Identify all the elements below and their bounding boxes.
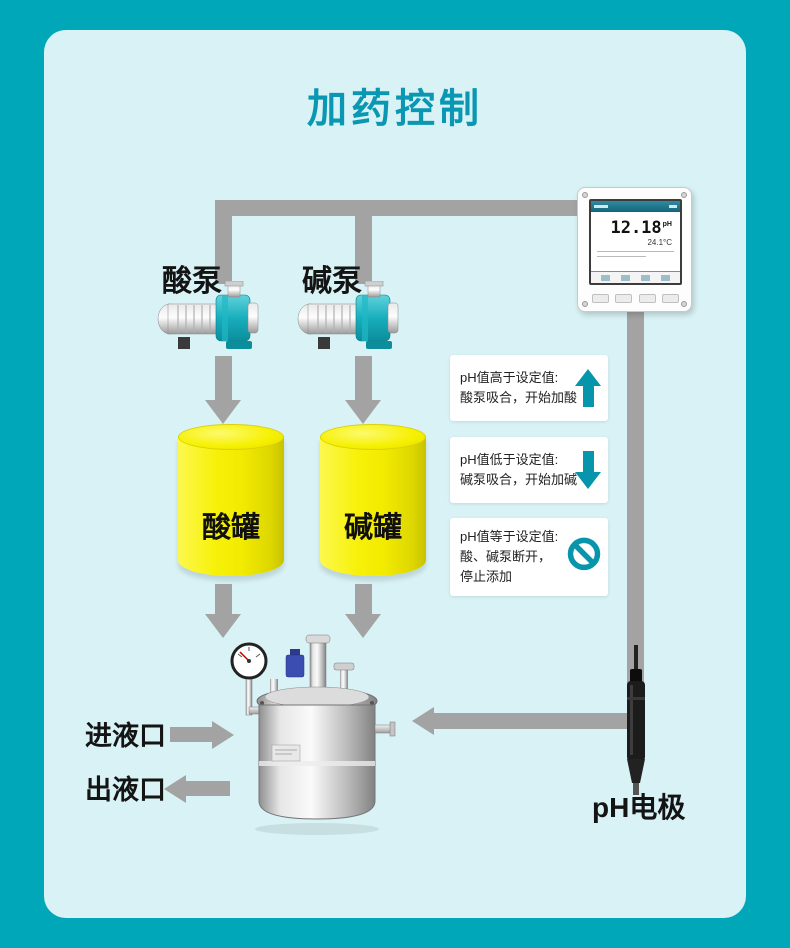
pipe-controller-to-electrode (627, 308, 644, 729)
info-box-ph-equal: pH值等于设定值: 酸、碱泵断开， 停止添加 (450, 518, 608, 596)
screw-icon (582, 301, 588, 307)
controller-screen: 12.18pH 24.1°C (589, 199, 682, 285)
ph-controller: 12.18pH 24.1°C (577, 187, 692, 312)
prohibition-icon (566, 536, 602, 578)
arrowhead-acid-tank (205, 400, 241, 424)
down-arrow-icon (574, 451, 602, 489)
arrowhead-acid-reactor (205, 614, 241, 638)
inlet-arrow (170, 727, 212, 742)
alkali-tank-label: 碱罐 (343, 512, 402, 544)
outlet-arrow (186, 781, 230, 796)
reactor-image (230, 634, 396, 835)
info-line: 酸泵吸合，开始加酸 (460, 390, 578, 405)
info-line: 酸、碱泵断开， (460, 548, 552, 564)
controller-buttons (592, 294, 679, 303)
inlet-label: 进液口 (85, 721, 166, 751)
info-line: pH值高于设定值: (460, 369, 559, 385)
outlet-label: 出液口 (85, 775, 166, 805)
up-arrow-icon (574, 369, 602, 407)
arrowhead-alkali-reactor (345, 614, 381, 638)
info-line: pH值等于设定值: (460, 528, 559, 544)
screw-icon (681, 301, 687, 307)
info-box-ph-low: pH值低于设定值: 碱泵吸合，开始加碱 (450, 437, 608, 503)
temperature-reading: 24.1°C (647, 238, 672, 247)
ph-electrode-label: pH电极 (592, 792, 686, 823)
page-title: 加药控制 (307, 87, 483, 131)
acid-pump-image (157, 281, 259, 349)
screw-icon (681, 192, 687, 198)
acid-tank: 酸罐 (178, 424, 284, 578)
inlet-arrowhead (212, 721, 234, 749)
pipe-drop-alkali-pump (355, 200, 372, 284)
arrowhead-alkali-tank (345, 400, 381, 424)
arrow-alkali-pump-to-tank (355, 356, 372, 402)
arrow-acid-pump-to-tank (215, 356, 232, 402)
ph-unit: pH (662, 221, 672, 229)
ph-electrode-image (627, 645, 645, 795)
info-line: pH值低于设定值: (460, 451, 559, 467)
outlet-arrowhead (164, 775, 186, 803)
alkali-pump-label: 碱泵 (302, 265, 362, 298)
ph-reading: 12.18pH (610, 218, 672, 238)
acid-tank-lid (178, 424, 284, 450)
alkali-pump-image (297, 281, 399, 349)
header-text-chip (594, 205, 608, 208)
arrowhead-into-reactor (412, 707, 434, 735)
screw-icon (582, 192, 588, 198)
info-box-ph-high: pH值高于设定值: 酸泵吸合，开始加酸 (450, 355, 608, 421)
info-line: 碱泵吸合，开始加碱 (460, 472, 578, 487)
acid-tank-label: 酸罐 (201, 512, 260, 544)
alkali-tank: 碱罐 (320, 424, 426, 578)
arrow-alkali-tank-to-reactor (355, 584, 372, 616)
pipe-drop-acid-pump (215, 200, 232, 284)
arrow-acid-tank-to-reactor (215, 584, 232, 616)
alkali-tank-lid (320, 424, 426, 450)
acid-tank-body (178, 436, 284, 576)
info-line: 停止添加 (460, 569, 513, 585)
arrow-electrode-to-reactor (434, 713, 644, 729)
screen-divider (597, 256, 646, 257)
screen-header (591, 201, 680, 212)
acid-pump-label: 酸泵 (162, 265, 222, 298)
screen-divider (597, 251, 674, 252)
pipe-controller-to-pumps (215, 200, 577, 216)
screen-softkey-row (591, 271, 680, 283)
alkali-tank-body (320, 436, 426, 576)
header-status-chip (669, 205, 677, 208)
